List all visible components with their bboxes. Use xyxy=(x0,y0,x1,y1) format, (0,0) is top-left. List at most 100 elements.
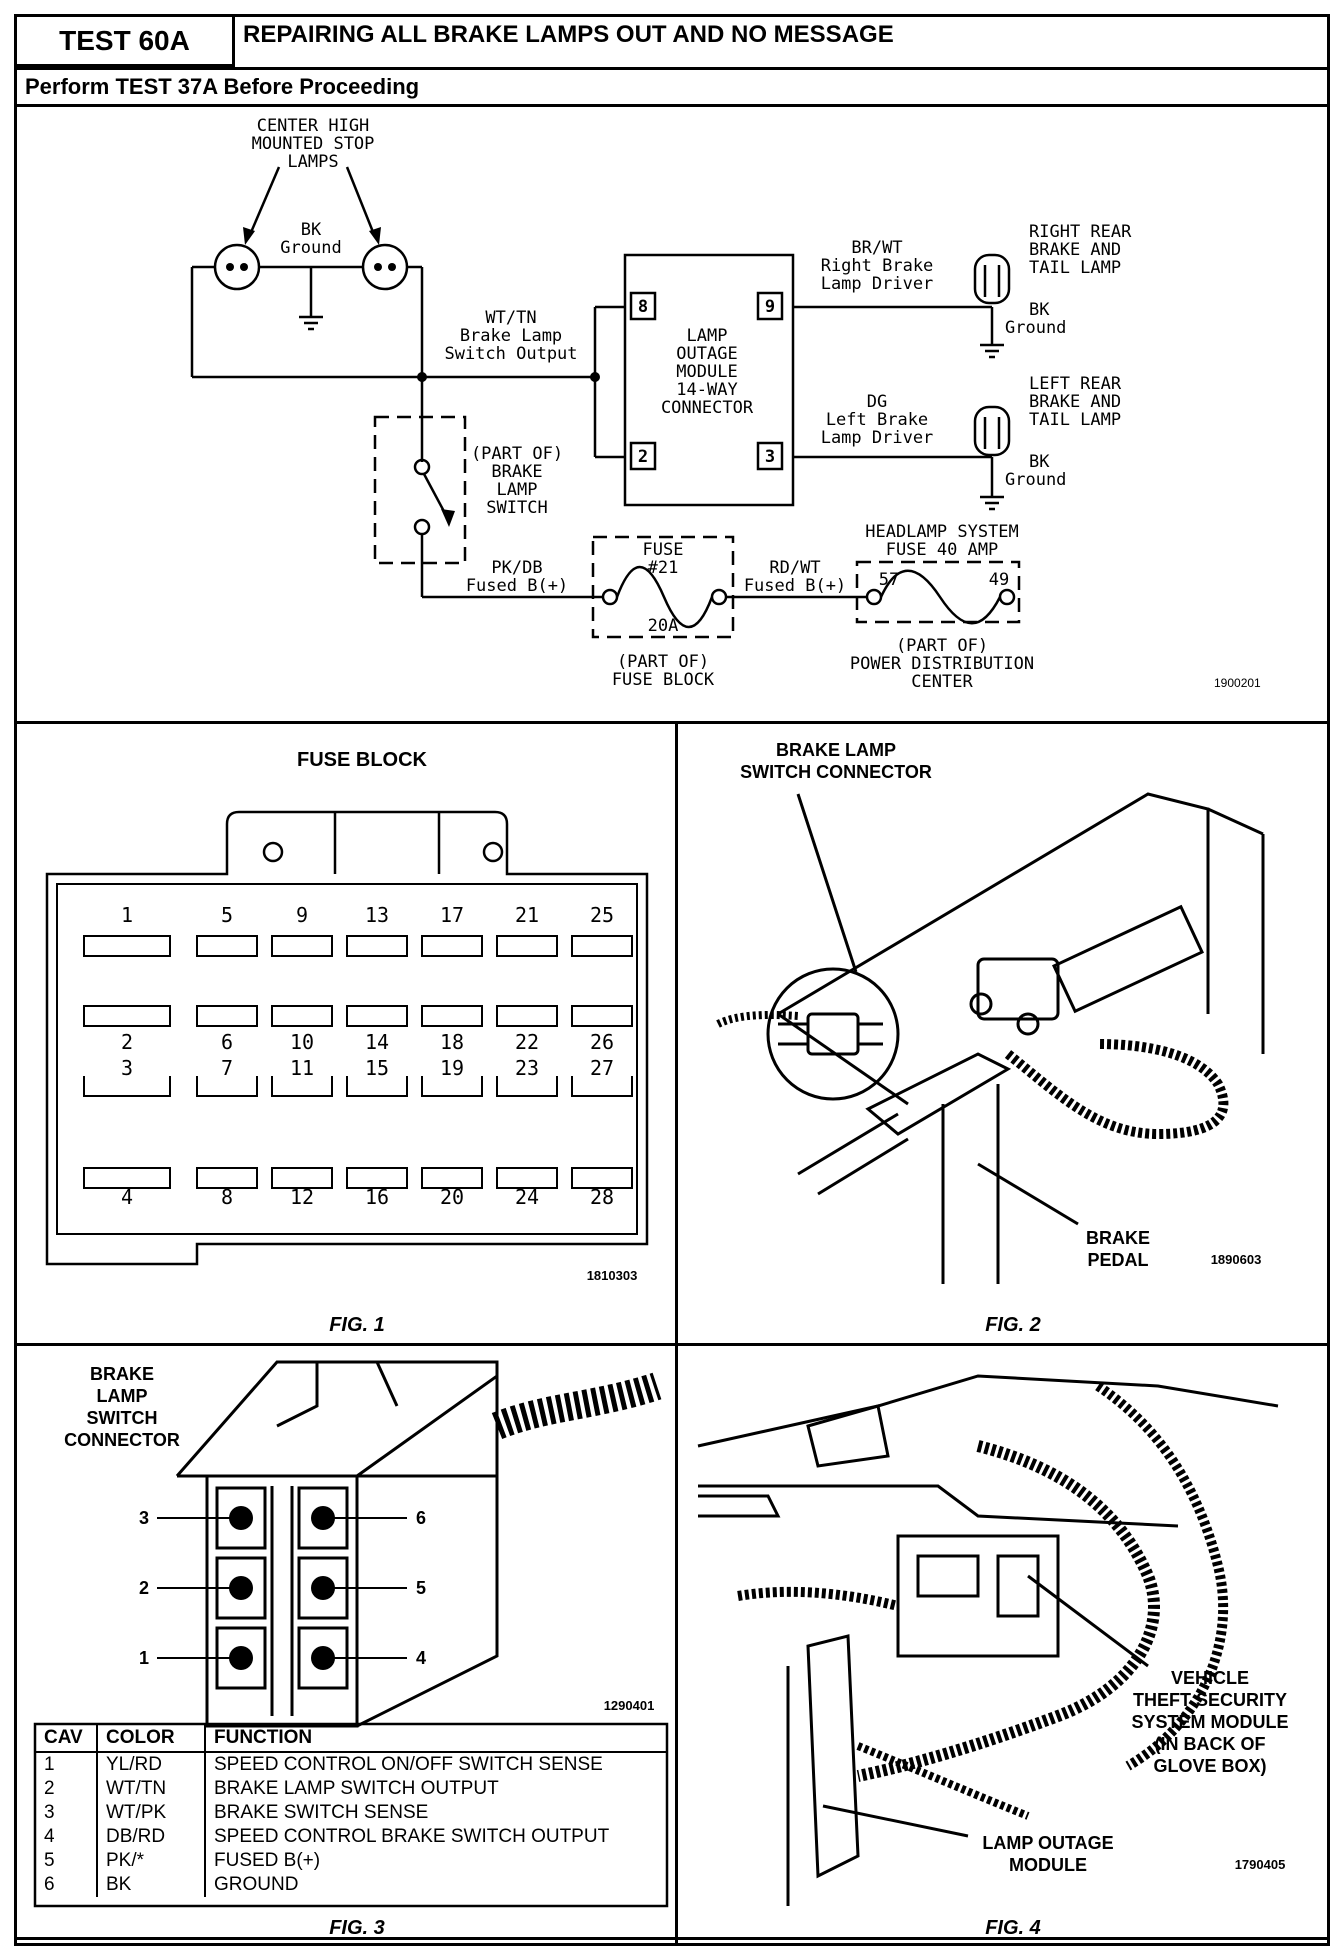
cav-1-label: 1 xyxy=(139,1648,149,1668)
fuse-slot xyxy=(196,1167,258,1189)
switch-label-3: LAMP xyxy=(497,480,538,500)
cavity-1-icon xyxy=(229,1646,253,1670)
connector-magnifier-icon xyxy=(766,967,900,1101)
rd-wt-label-2: Fused B(+) xyxy=(744,576,846,596)
fuse-number: 2 xyxy=(121,1030,133,1054)
cell-function: SPEED CONTROL ON/OFF SWITCH SENSE xyxy=(214,1754,603,1775)
fig2-pedal-label-1: BRAKE xyxy=(1086,1228,1150,1248)
fuse-number: 18 xyxy=(440,1030,464,1054)
fuse-number: 27 xyxy=(590,1056,614,1080)
center-ground-label-1: BK xyxy=(301,220,322,240)
pdc-label-3: CENTER xyxy=(911,672,973,692)
fuse-number: 23 xyxy=(515,1056,539,1080)
pin-9: 9 xyxy=(765,297,775,317)
fuse-block-outline xyxy=(45,810,649,1266)
schematic-ref: 1900201 xyxy=(1214,676,1261,690)
fuse-slot xyxy=(496,1167,558,1189)
fuse-21-icon xyxy=(615,565,714,629)
left-rear-label-1: LEFT REAR xyxy=(1029,374,1122,394)
right-rear-label-2: BRAKE AND xyxy=(1029,240,1121,260)
fuse-slot xyxy=(571,1076,633,1097)
fuse-slot xyxy=(571,935,633,957)
fuse-number: 12 xyxy=(290,1185,314,1209)
headlamp-label-2: FUSE 40 AMP xyxy=(886,540,999,560)
vtss-label-2: THEFT SECURITY xyxy=(1133,1690,1287,1710)
brake-lamp-switch-icon xyxy=(373,415,467,565)
fuse-number: 17 xyxy=(440,903,464,927)
cavity-4-icon xyxy=(311,1646,335,1670)
fig4-lom-label-1: LAMP OUTAGE xyxy=(982,1833,1113,1853)
chmsl-left-lamp-icon xyxy=(213,243,261,291)
dg-label-1: DG xyxy=(867,392,887,412)
switch-label-1: (PART OF) xyxy=(471,444,563,464)
fuse-number: 24 xyxy=(515,1185,539,1209)
fig1-ref: 1810303 xyxy=(587,1268,638,1283)
fuse-block-label-1: (PART OF) xyxy=(617,652,709,672)
fig3-panel: BRAKE LAMP SWITCH CONNECTOR xyxy=(14,1343,678,1946)
chmsl-label-3: LAMPS xyxy=(287,152,338,172)
rr-ground-label-1: BK xyxy=(1029,300,1050,320)
fuse-slot xyxy=(346,935,408,957)
left-rear-label-3: TAIL LAMP xyxy=(1029,410,1121,430)
fuse-block-label-2: FUSE BLOCK xyxy=(612,670,715,690)
fuse-number: 7 xyxy=(221,1056,233,1080)
cav-3-label: 3 xyxy=(139,1508,149,1528)
pk-db-label-1: PK/DB xyxy=(491,558,542,578)
col-cav: CAV xyxy=(36,1725,98,1753)
fuse-number: 1 xyxy=(121,903,133,927)
br-wt-label-1: BR/WT xyxy=(851,238,902,258)
page: TEST 60A REPAIRING ALL BRAKE LAMPS OUT A… xyxy=(14,14,1330,1946)
fuse-slot xyxy=(421,935,483,957)
fuse-number: 10 xyxy=(290,1030,314,1054)
fuse-number: 11 xyxy=(290,1056,314,1080)
fuse-number: 13 xyxy=(365,903,389,927)
right-rear-label-3: TAIL LAMP xyxy=(1029,258,1121,278)
lom-label-3: MODULE xyxy=(676,362,737,382)
fuse-number: 21 xyxy=(515,903,539,927)
headlamp-fuse-icon xyxy=(879,569,1002,625)
fuse-slot xyxy=(83,1076,171,1097)
chmsl-label-1: CENTER HIGH xyxy=(257,116,370,136)
cell-function: SPEED CONTROL BRAKE SWITCH OUTPUT xyxy=(214,1826,610,1847)
fuse-slot xyxy=(346,1076,408,1097)
lamp-outage-module-icon xyxy=(806,1634,860,1879)
lr-ground-label-2: Ground xyxy=(1005,470,1066,490)
chmsl-right-lamp-icon xyxy=(361,243,409,291)
fuse-slot xyxy=(196,1005,258,1027)
left-rear-label-2: BRAKE AND xyxy=(1029,392,1121,412)
fuse-slot xyxy=(421,1076,483,1097)
fuse-number: 22 xyxy=(515,1030,539,1054)
cell-function: BRAKE SWITCH SENSE xyxy=(214,1802,429,1823)
cell-color: WT/PK xyxy=(97,1801,206,1825)
test-id: TEST 60A xyxy=(17,17,235,67)
fuse-slot xyxy=(421,1167,483,1189)
pin-2: 2 xyxy=(638,447,648,467)
cell-function: BRAKE LAMP SWITCH OUTPUT xyxy=(214,1778,499,1799)
fig2-ref: 1890603 xyxy=(1211,1252,1262,1267)
headlamp-label-1: HEADLAMP SYSTEM xyxy=(865,522,1019,542)
cell-color: DB/RD xyxy=(97,1825,206,1849)
lom-label-1: LAMP xyxy=(687,326,728,346)
switch-connector-icon xyxy=(806,1012,860,1056)
cav-4-label: 4 xyxy=(416,1648,426,1668)
fuse-block-part-icon xyxy=(591,535,735,639)
fuse-number: 5 xyxy=(221,903,233,927)
schematic-panel: CENTER HIGH MOUNTED STOP LAMPS BK Ground… xyxy=(14,104,1330,724)
hl-pin-57: 57 xyxy=(879,570,899,590)
test-subtitle: Perform TEST 37A Before Proceeding xyxy=(17,67,1327,107)
fig2-panel: BRAKE LAMP SWITCH CONNECTOR BRAKE PEDAL … xyxy=(675,721,1330,1346)
fuse-number: 28 xyxy=(590,1185,614,1209)
fuse-slot xyxy=(271,1076,333,1097)
cell-cav: 5 xyxy=(36,1849,98,1873)
hl-pin-49: 49 xyxy=(989,570,1009,590)
fig2-connector-label-1: BRAKE LAMP xyxy=(776,740,896,760)
cavity-2-icon xyxy=(229,1576,253,1600)
cell-function: FUSED B(+) xyxy=(214,1850,321,1871)
cell-color: PK/* xyxy=(97,1849,206,1873)
col-function: FUNCTION xyxy=(205,1725,666,1753)
